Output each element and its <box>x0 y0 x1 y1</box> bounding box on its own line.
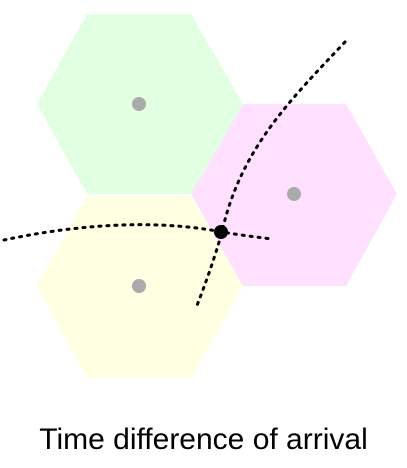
hyperbola-green-yellow <box>2 223 274 242</box>
hyperbola-green-pink <box>194 40 347 310</box>
tdoa-diagram <box>2 14 397 378</box>
station-dot-pink <box>287 187 301 201</box>
position-fix-point <box>214 225 228 239</box>
diagram-caption: Time difference of arrival <box>39 423 368 456</box>
station-dot-green <box>132 97 146 111</box>
station-dot-yellow <box>132 279 146 293</box>
